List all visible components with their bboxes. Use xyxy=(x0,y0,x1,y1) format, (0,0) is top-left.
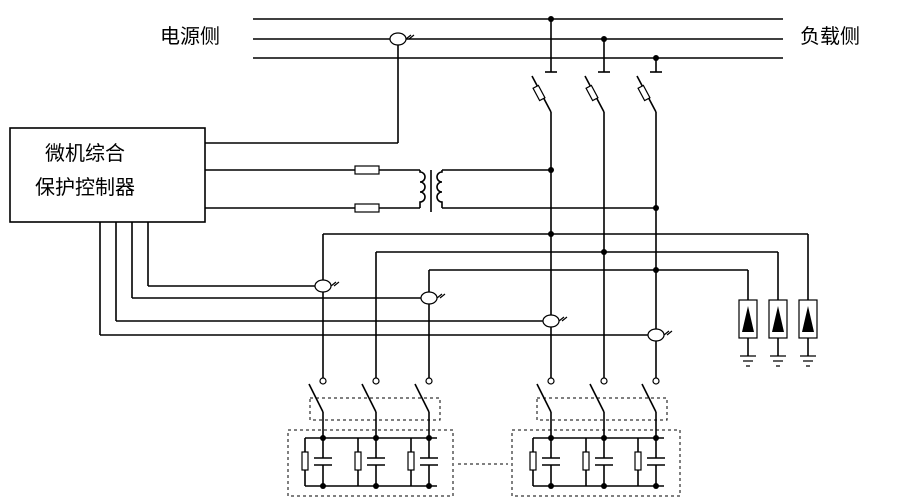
controller-label-line2: 保护控制器 xyxy=(35,175,135,199)
ct-signal-wires xyxy=(99,222,656,336)
surge-arrester-taps xyxy=(548,231,809,300)
busbar-current-transformer xyxy=(205,32,415,144)
controller-label-line1: 微机综合 xyxy=(45,141,125,165)
left-feeders xyxy=(319,233,656,385)
feeder-current-transformers xyxy=(314,279,673,342)
capacitor-bank-left xyxy=(287,429,454,497)
source-side-label: 电源侧 xyxy=(160,24,220,48)
ground-symbols xyxy=(740,355,816,367)
surge-arresters xyxy=(738,299,818,367)
load-side-label: 负载侧 xyxy=(800,24,860,48)
capacitor-bank-right xyxy=(511,429,681,497)
voltage-transformer xyxy=(205,165,659,213)
capacitor-switches xyxy=(308,383,657,438)
phase-fuse-drops xyxy=(531,19,662,385)
busbars xyxy=(253,16,783,61)
switch-group-boxes xyxy=(309,397,668,421)
protection-controller: 微机综合 保护控制器 xyxy=(9,127,206,223)
